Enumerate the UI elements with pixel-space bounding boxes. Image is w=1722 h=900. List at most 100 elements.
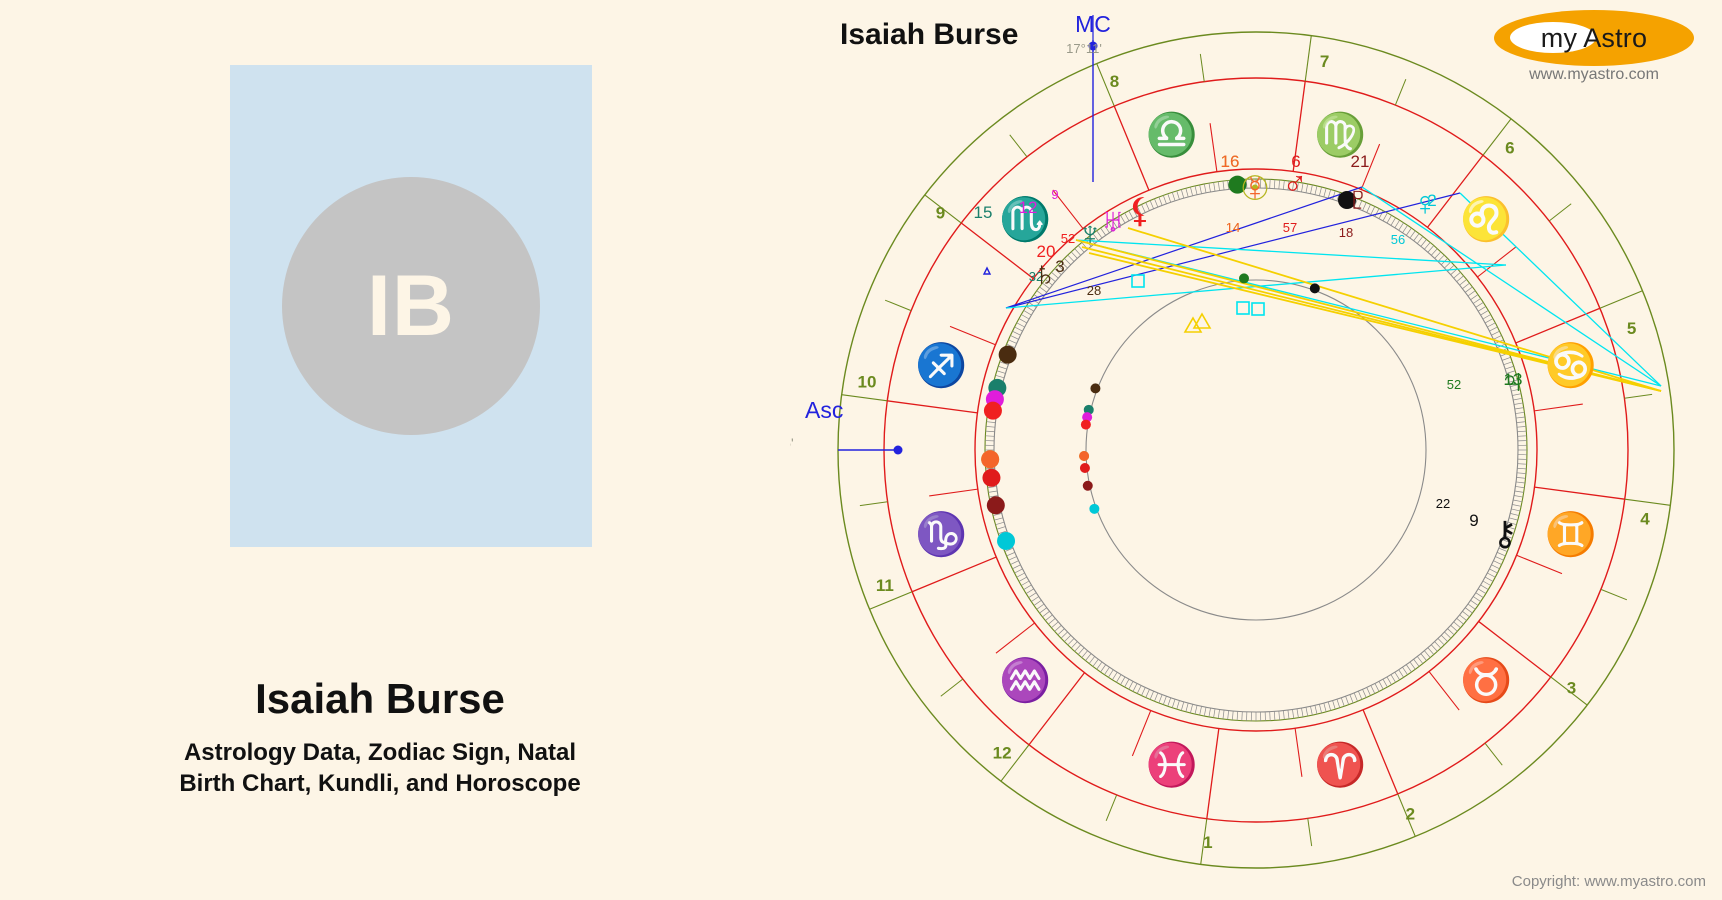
degree-tick (1012, 564, 1021, 570)
degree-tick (998, 530, 1007, 535)
planet-dot-lilith[interactable] (983, 401, 1002, 420)
degree-tick (1036, 603, 1045, 610)
house-number-9: 9 (936, 203, 945, 222)
degree-tick (1028, 592, 1037, 598)
house-cusp-spoke (1294, 728, 1303, 777)
planet-glyph-uranus[interactable]: ♅ (1100, 202, 1126, 240)
planet-glyph-lilith[interactable]: ⚸ (1128, 192, 1153, 230)
planet-glyph-mercury[interactable]: ☿ (1242, 170, 1268, 208)
planet-dot-jupiter[interactable] (1228, 175, 1247, 194)
house-cusp-spokes (929, 123, 1583, 777)
degree-tick (1484, 318, 1494, 324)
degree-tick (1386, 215, 1392, 224)
degree-tick (1482, 580, 1491, 586)
degree-tick (1489, 568, 1498, 574)
planet-glyph-venus[interactable]: ♀ (1412, 185, 1438, 223)
house-cusp-spoke (1131, 710, 1152, 757)
degree-tick (1366, 687, 1371, 696)
planet-dot-chiron[interactable] (1337, 191, 1356, 210)
degree-tick (1025, 588, 1034, 594)
house-cusp-spoke (949, 325, 996, 346)
degree-tick (1054, 625, 1062, 632)
planet-dot-saturn[interactable] (998, 345, 1017, 364)
asc-label: Asc (805, 397, 843, 423)
degree-tick (1203, 707, 1207, 717)
degree-tick (1180, 189, 1185, 199)
outer-ring-spoke (924, 194, 962, 224)
degree-tick (1493, 560, 1502, 565)
planet-glyph-sun[interactable]: ☉ (1240, 170, 1270, 208)
degree-tick (1507, 521, 1517, 526)
degree-tick (1227, 710, 1229, 720)
degree-tick (1513, 402, 1523, 405)
sign-glyph-cancer: ♋ (1545, 341, 1597, 390)
degree-tick (1517, 430, 1527, 433)
asc-degree: 7°36' (790, 435, 794, 451)
planet-dot-mercury[interactable] (981, 450, 1000, 469)
degree-tick (989, 495, 999, 498)
degree-tick (1398, 669, 1404, 678)
degree-tick (1420, 653, 1427, 661)
degree-tick (1508, 379, 1518, 383)
degree-tick (1478, 588, 1487, 594)
degree-tick (1398, 222, 1404, 231)
planet-dot-venus[interactable] (997, 531, 1016, 550)
degree-tick (1010, 335, 1019, 340)
degree-tick (1503, 361, 1513, 366)
degree-tick (986, 421, 996, 423)
planet-glyph-jupiter[interactable]: ♃ (1499, 362, 1525, 400)
degree-tick (1120, 676, 1126, 685)
degree-tick (1516, 481, 1526, 484)
degree-tick (1057, 264, 1065, 272)
house-number-4: 4 (1640, 510, 1650, 529)
degree-tick (1124, 212, 1130, 222)
degree-tick (1145, 202, 1150, 211)
degree-tick (1292, 709, 1295, 719)
house-cusp-spoke (1209, 123, 1218, 172)
degree-tick (1296, 182, 1299, 192)
degree-tick (1491, 330, 1500, 336)
degree-tick (1136, 206, 1142, 215)
planet-glyph-mars[interactable]: ♂ (1282, 165, 1308, 203)
outer-cusp-mark (1307, 818, 1313, 847)
degree-tick (1081, 650, 1088, 658)
degree-tick (1208, 707, 1211, 717)
planet-glyph-saturn[interactable]: ♄ (1032, 255, 1058, 293)
degree-tick (1516, 477, 1526, 479)
planet-glyph-pluto[interactable]: ♇ (1345, 180, 1371, 218)
degree-tick (1070, 251, 1078, 259)
degree-tick (1473, 596, 1481, 602)
degree-tick (1402, 667, 1408, 675)
degree-tick (1370, 685, 1376, 694)
degree-tick (1124, 678, 1130, 688)
degree-tick (1149, 691, 1154, 700)
degree-tick (1484, 576, 1494, 582)
planet-minute-sun: 14 (1226, 220, 1240, 235)
degree-tick (1513, 495, 1523, 498)
degree-tick (1515, 411, 1525, 414)
logo[interactable]: my Astro www.myastro.com (1484, 8, 1704, 90)
degree-tick (1510, 513, 1520, 516)
planet-inner-dot-chiron (1309, 283, 1320, 294)
planet-glyph-chiron[interactable]: ⚷ (1493, 515, 1518, 553)
copyright-notice: Copyright: www.myastro.com (1511, 873, 1706, 890)
degree-tick (1513, 397, 1523, 401)
degree-tick (1057, 628, 1065, 636)
house-cusp-spoke (1477, 246, 1517, 278)
degree-tick (1489, 326, 1498, 332)
degree-tick (1162, 195, 1167, 204)
degree-tick (1503, 534, 1513, 539)
degree-tick (1358, 200, 1363, 209)
planet-dot-mars[interactable] (982, 468, 1001, 487)
planet-minute-neptune: 32 (1029, 269, 1043, 284)
mc-label: MC (1075, 11, 1111, 37)
degree-tick (1394, 672, 1400, 681)
degree-tick (985, 430, 995, 433)
planet-dot-pluto[interactable] (986, 496, 1005, 515)
outer-ring-spoke (1397, 793, 1416, 837)
planet-glyph-neptune[interactable]: ♆ (1077, 215, 1103, 253)
natal-chart-wheel[interactable]: MC 17°11' Asc 7°36' ♐♏♎♍♌♋♊♉♈♓♒♑ 1234567… (790, 0, 1722, 900)
sign-division-spoke (1426, 154, 1484, 228)
degree-tick (1222, 710, 1225, 720)
degree-tick (1374, 683, 1380, 692)
